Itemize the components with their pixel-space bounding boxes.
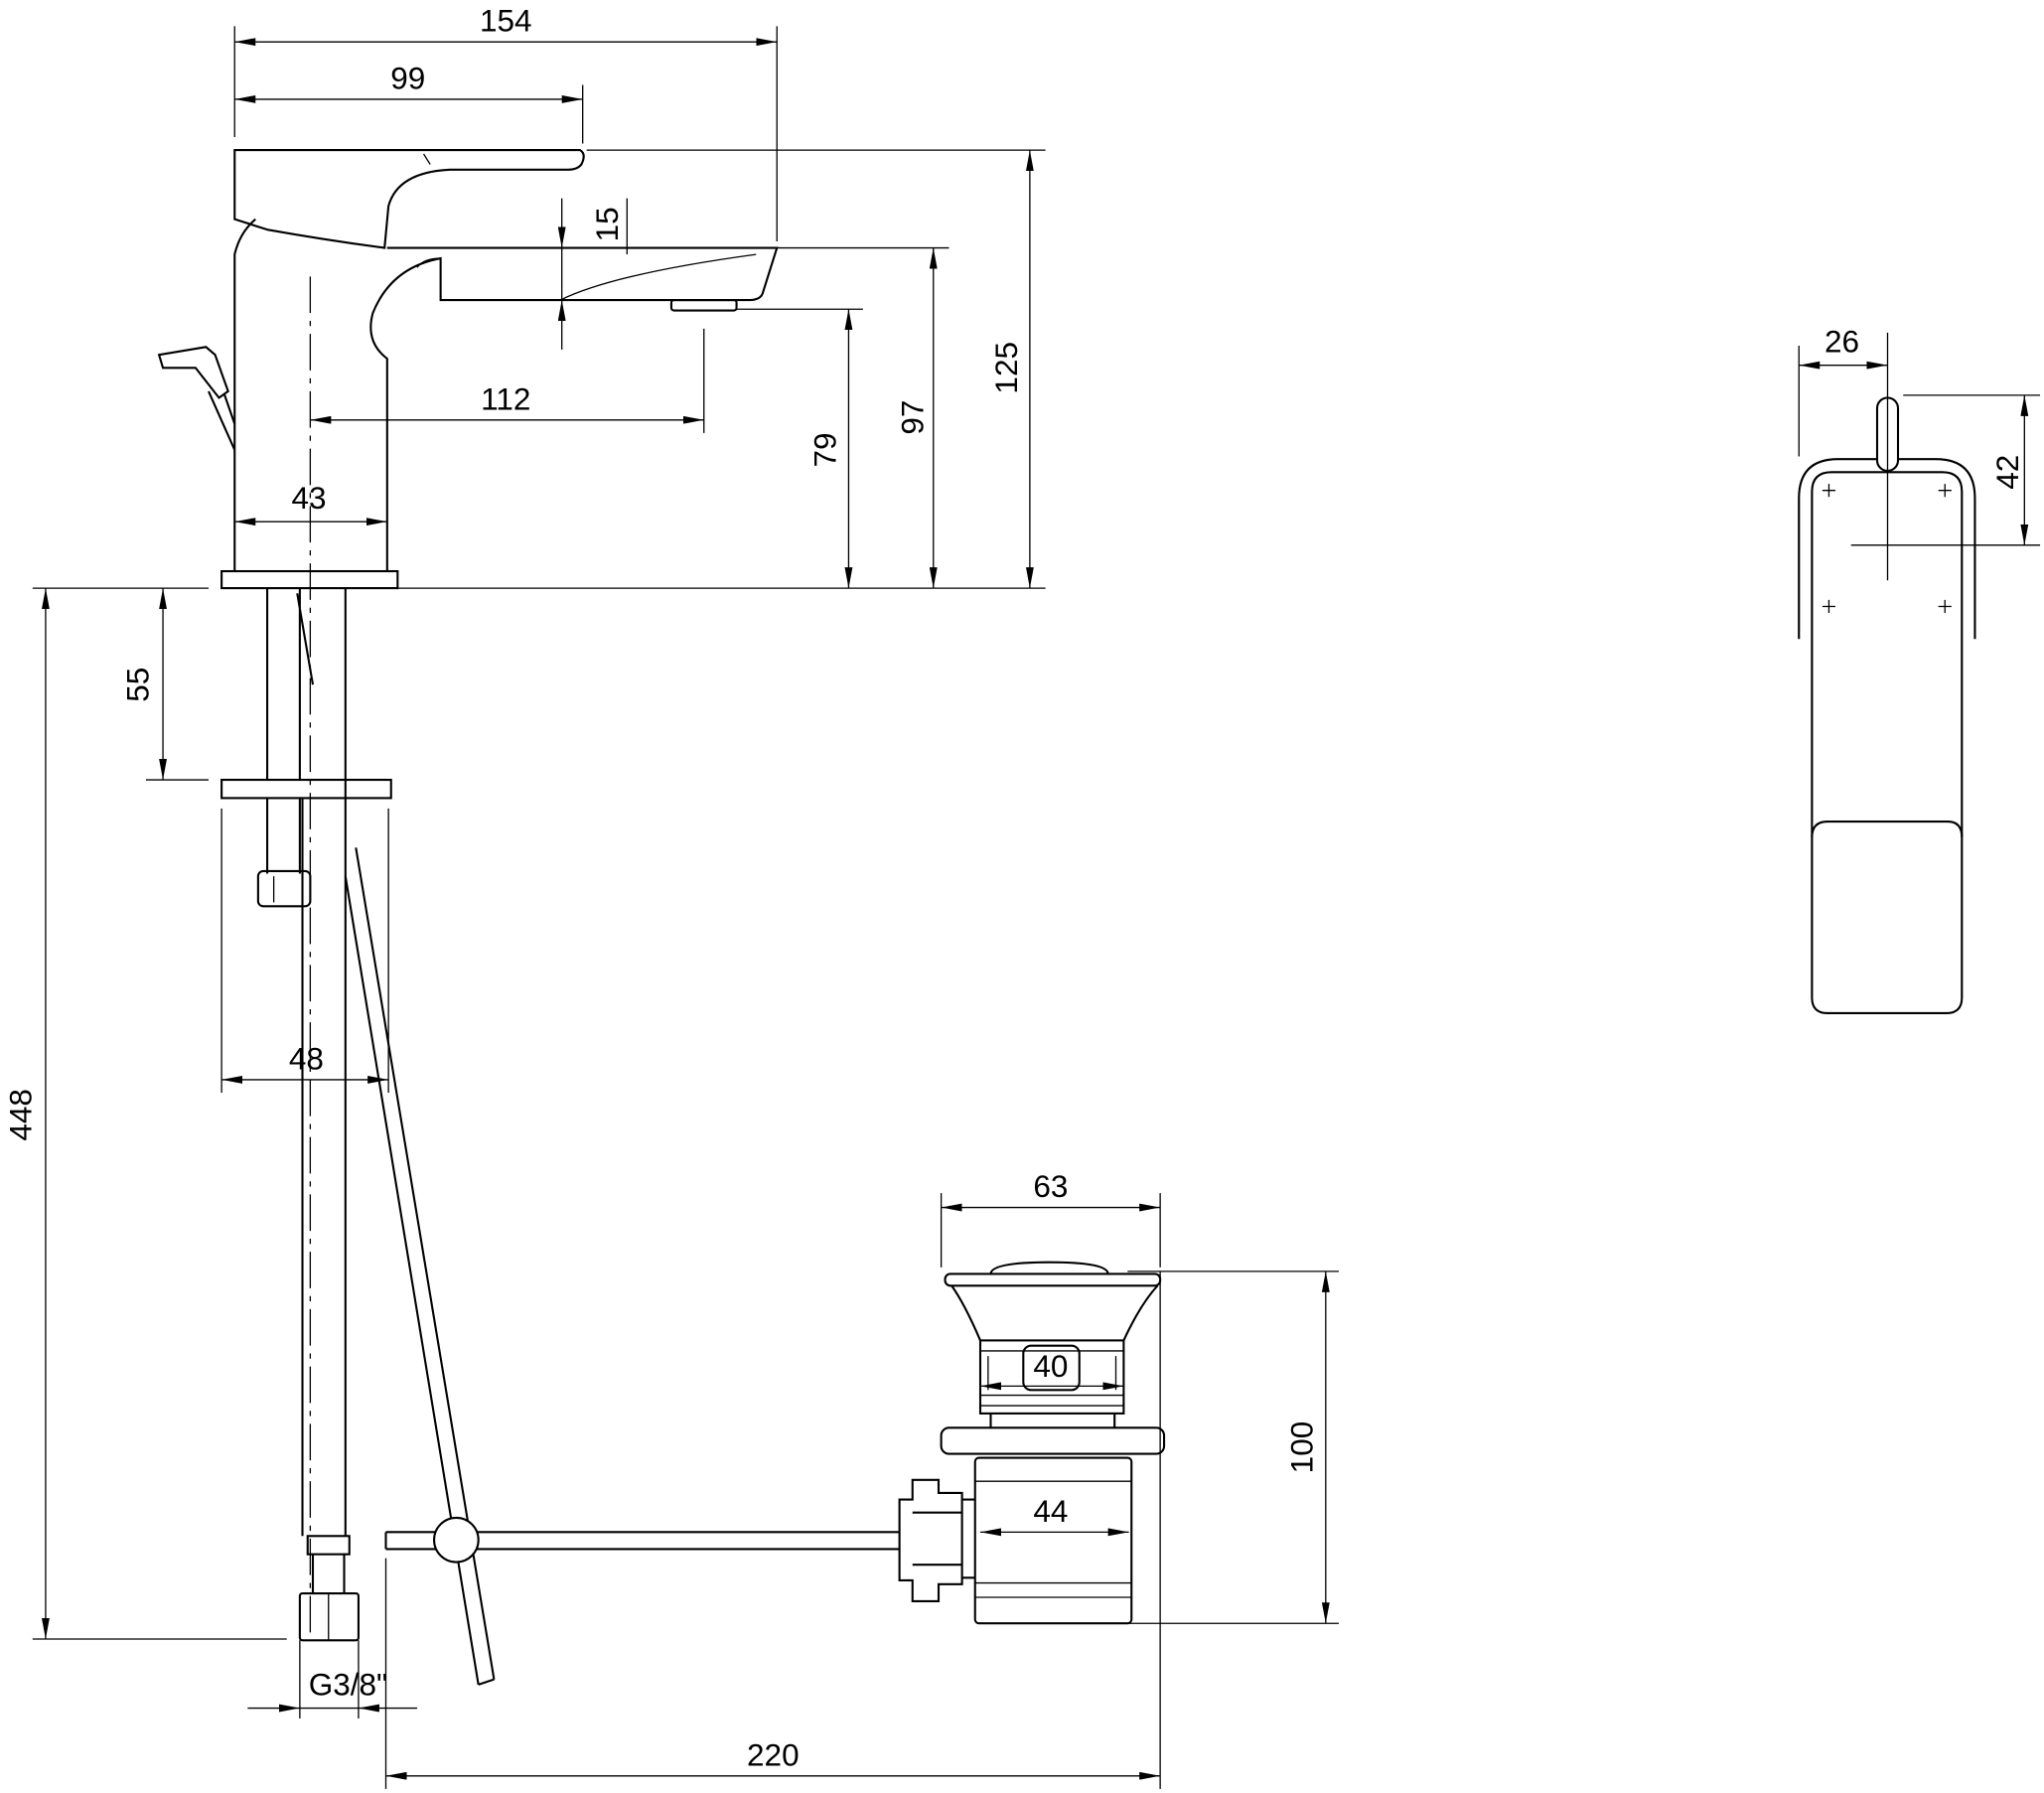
waste-plug <box>944 1272 1162 1287</box>
dim-100: 100 <box>1284 1421 1320 1474</box>
waste-body-upper <box>978 1339 1125 1415</box>
dim-99: 99 <box>390 60 425 95</box>
threaded-shank <box>266 588 315 781</box>
aerator <box>669 298 738 312</box>
rod-clamp <box>433 1516 480 1564</box>
fixing-nut <box>256 869 312 908</box>
dim-448: 448 <box>3 1089 39 1141</box>
dim-40: 40 <box>1033 1348 1068 1384</box>
handle-lever <box>233 149 585 249</box>
pop-up-rod-knob <box>157 346 236 451</box>
overflow-slot <box>1022 1344 1081 1392</box>
hose-ferrule <box>306 1535 351 1556</box>
dim-15: 15 <box>589 207 625 241</box>
dim-112: 112 <box>481 380 530 416</box>
dim-220: 220 <box>747 1736 800 1772</box>
faucet-top-view <box>1798 332 2041 1015</box>
dim-55: 55 <box>120 668 156 702</box>
dimension-labels: 154 99 15 112 43 79 97 125 55 448 48 G3/… <box>3 3 2025 1773</box>
thread-size-label: G3/8" <box>309 1666 387 1702</box>
pop-up-waste <box>898 1261 1166 1625</box>
waste-body-lower <box>973 1456 1133 1625</box>
dim-125: 125 <box>988 342 1024 394</box>
dimension-lines <box>32 26 2041 1789</box>
fixing-plate <box>220 778 392 800</box>
flexible-hose <box>301 588 347 1537</box>
dim-26: 26 <box>1825 324 1859 360</box>
fixing-marks <box>1822 484 1952 614</box>
faucet-side-elevation <box>157 149 900 1686</box>
dim-44: 44 <box>1033 1493 1068 1529</box>
pop-up-rod <box>344 847 496 1686</box>
waste-flange-nut <box>940 1426 1166 1455</box>
dim-63: 63 <box>1033 1168 1068 1204</box>
linkage-connector-nut <box>898 1478 975 1602</box>
dim-79: 79 <box>806 432 842 467</box>
dim-154: 154 <box>480 3 532 39</box>
dim-97: 97 <box>894 400 930 435</box>
dim-42: 42 <box>1989 455 2025 490</box>
dim-43: 43 <box>292 480 327 516</box>
dim-48: 48 <box>289 1040 324 1076</box>
faucet-body <box>233 218 779 572</box>
